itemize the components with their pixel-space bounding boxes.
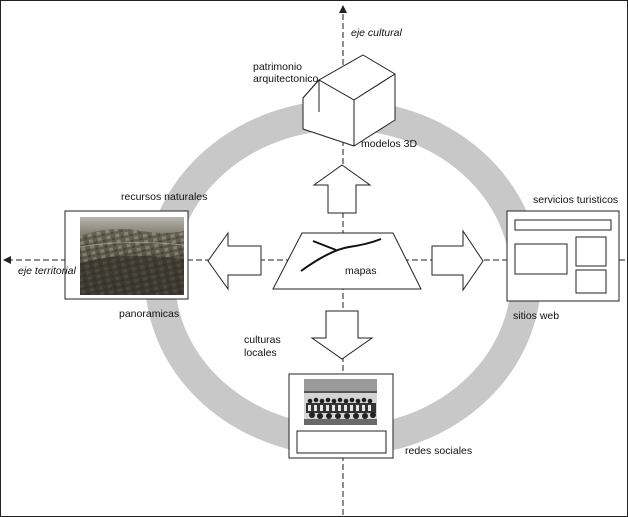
bottom-heading-line1: culturas bbox=[244, 334, 281, 346]
arrow-up bbox=[312, 164, 372, 214]
left-caption: panoramicas bbox=[119, 308, 180, 320]
bottom-caption: redes sociales bbox=[405, 445, 473, 457]
left-heading: recursos naturales bbox=[121, 191, 208, 203]
center-label: mapas bbox=[345, 265, 377, 277]
website-mockup bbox=[506, 210, 620, 302]
vertical-axis-label: eje cultural bbox=[351, 27, 402, 39]
map-parallelogram bbox=[272, 232, 422, 290]
map-roads bbox=[300, 238, 382, 272]
right-heading: servicios turisticos bbox=[533, 194, 619, 206]
social-photo-card bbox=[288, 373, 394, 459]
arrow-left bbox=[207, 231, 262, 291]
top-caption: modelos 3D bbox=[361, 138, 418, 150]
arrow-down bbox=[310, 310, 374, 360]
bottom-heading-line2: locales bbox=[244, 347, 277, 359]
right-caption: sitios web bbox=[513, 310, 560, 322]
horizontal-axis-label: eje territorial bbox=[18, 265, 76, 277]
arrow-right bbox=[431, 229, 484, 292]
landscape-photo bbox=[64, 210, 189, 300]
top-heading-line1: patrimonio bbox=[253, 61, 303, 73]
house-3d-model bbox=[302, 54, 396, 147]
top-heading-line2: arquitectonico bbox=[253, 73, 319, 85]
